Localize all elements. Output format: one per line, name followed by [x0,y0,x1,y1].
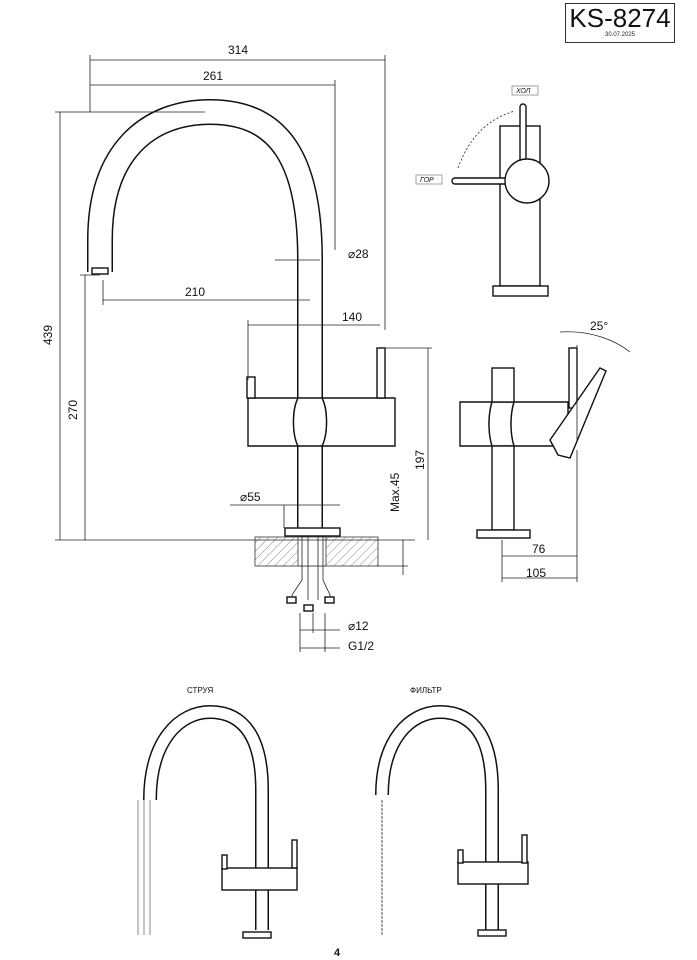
side-view [459,331,631,582]
dim-max-45: Max.45 [388,472,402,512]
front-view [87,98,396,612]
filter-mode-view [375,704,529,937]
page-number: 4 [334,947,341,959]
dim-197: 197 [413,450,427,470]
dim-314: 314 [228,43,248,57]
dim-270: 270 [66,400,80,420]
dim-angle-25: 25° [590,319,608,333]
dim-261: 261 [203,69,223,83]
dim-439: 439 [41,325,55,345]
dim-diameter-28: ⌀28 [348,247,369,261]
dim-diameter-55: ⌀55 [240,490,261,504]
dim-140: 140 [342,310,362,324]
dim-g12-thread: G1/2 [348,639,374,653]
dim-76: 76 [532,542,546,556]
stream-mode-view [137,704,298,939]
model-number: KS-8274 [569,3,671,33]
dim-105: 105 [526,566,546,580]
label-cold: ХОЛ [515,88,531,95]
top-view [415,85,550,297]
dim-diameter-12: ⌀12 [348,619,369,633]
label-hot: ГОР [420,177,434,184]
dim-210: 210 [185,285,205,299]
label-stream: СТРУЯ [187,686,213,695]
drawing-date: 30.07.2025 [604,32,636,38]
label-filter: ФИЛЬТР [410,686,442,695]
title-block: KS-8274 30.07.2025 [565,3,675,43]
dimension-lines [55,55,432,652]
